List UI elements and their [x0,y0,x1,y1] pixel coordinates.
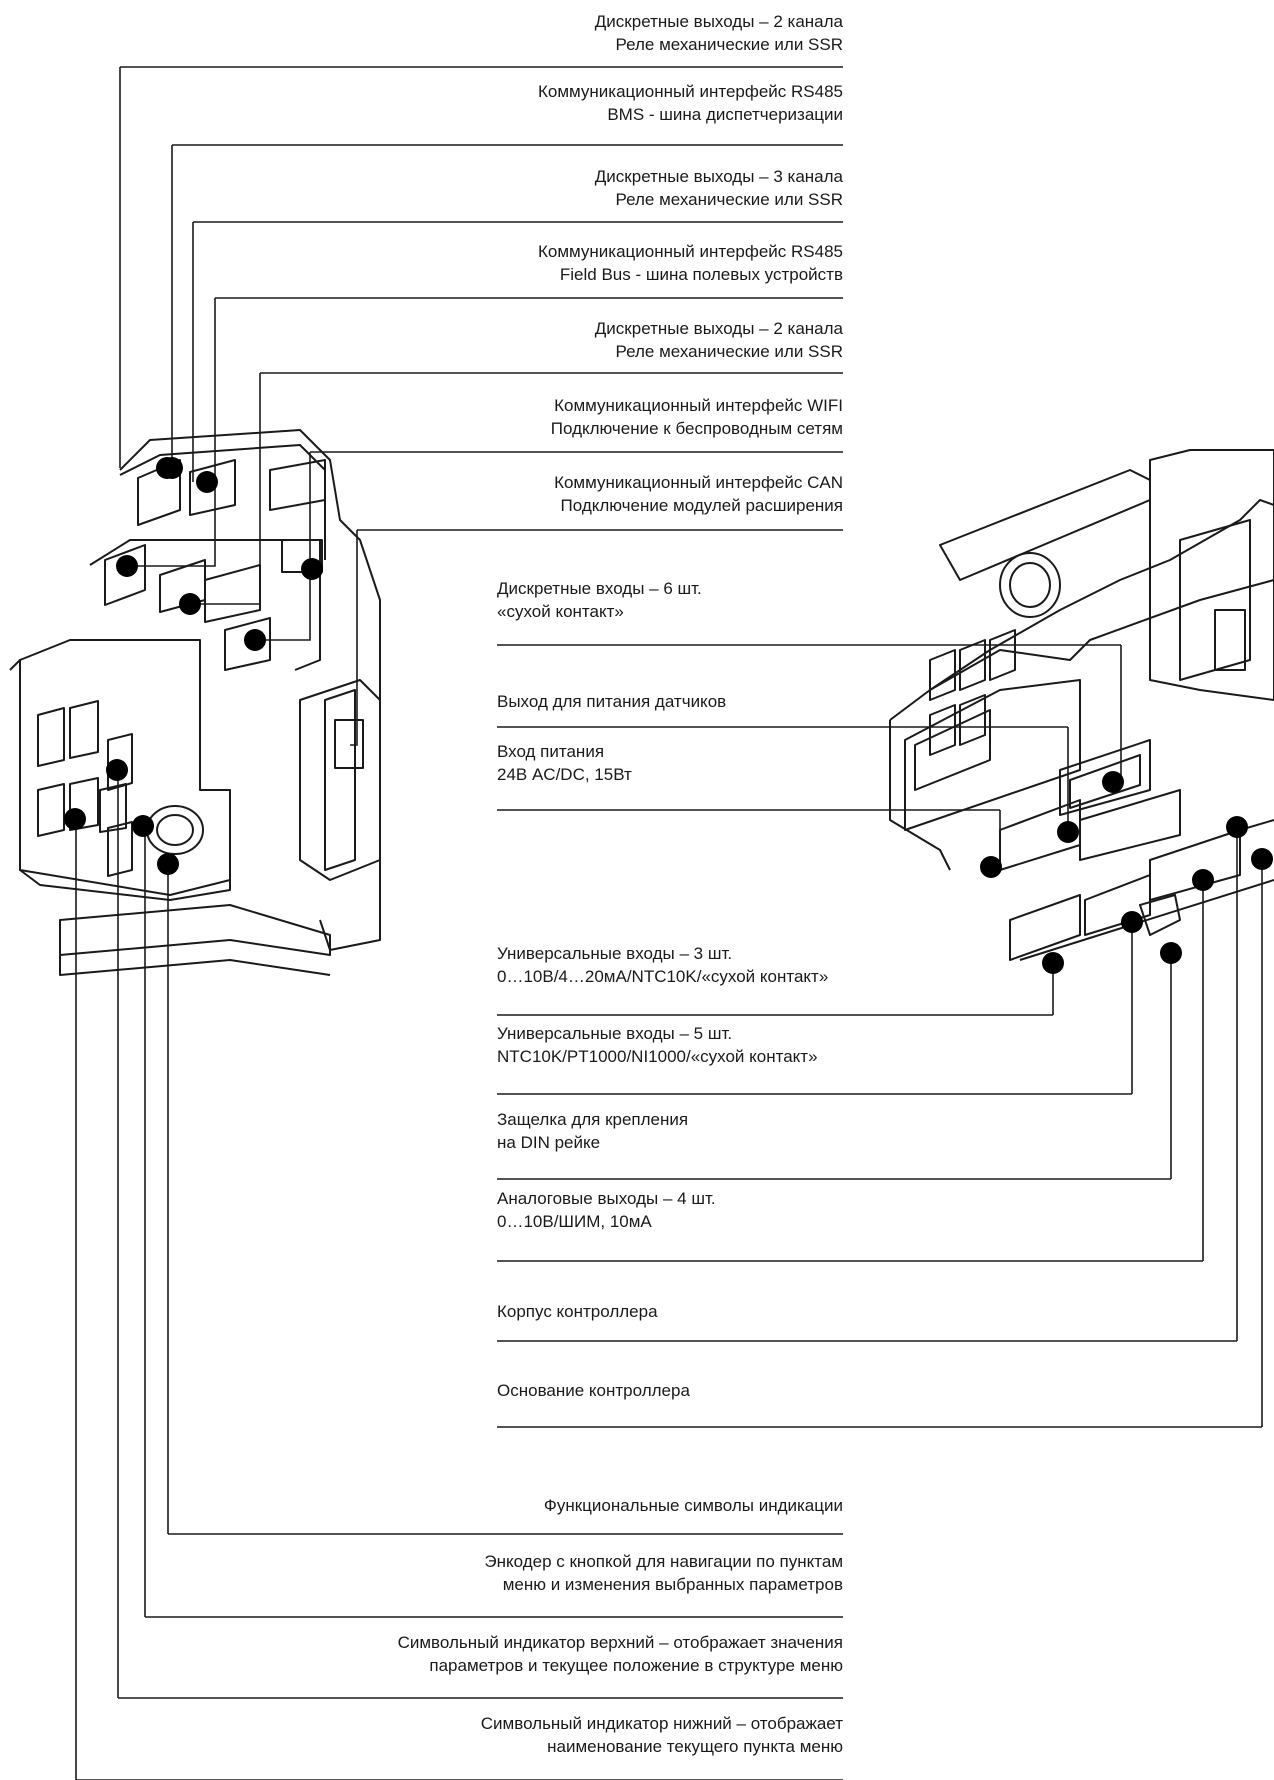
marker-dot-rs485-bms [161,457,183,479]
callout-label-line: Реле механические или SSR [615,35,843,54]
callout-label-wifi: Коммуникационный интерфейс WIFI Подключен… [551,394,843,440]
callout-label-ui-3: Универсальные входы – 3 шт. 0…10В/4…20мА/… [497,942,828,988]
marker-dot-ao-4 [1192,869,1214,891]
marker-dot-do-2ch-b [179,593,201,615]
left-controller-drawing [9,429,381,976]
callout-dots [64,457,1273,974]
callout-label-line: Коммуникационный интерфейс CAN [554,473,843,492]
callout-label-line: Дискретные выходы – 2 канала [594,319,843,338]
callout-label-can: Коммуникационный интерфейс CAN Подключени… [554,471,843,517]
callout-label-line: Универсальные входы – 3 шт. [497,944,733,963]
callout-label-line: Дискретные входы – 6 шт. [497,579,702,598]
callout-label-line: Вход питания [497,742,605,761]
callout-label-line: NTC10K/PT1000/NI1000/«сухой контакт» [497,1047,818,1066]
callout-label-line: Дискретные выходы – 2 канала [594,12,843,31]
right-controller-drawing [889,449,1274,961]
callout-label-line: наименование текущего пункта меню [547,1737,843,1756]
callout-label-line: Коммуникационный интерфейс RS485 [537,242,843,261]
callout-label-line: «сухой контакт» [497,602,624,621]
callout-label-line: Дискретные выходы – 3 канала [594,167,843,186]
callout-label-line: 0…10В/4…20мА/NTC10K/«сухой контакт» [497,967,829,986]
callout-label-line: Энкодер с кнопкой для навигации по пункт… [484,1552,843,1571]
callout-label-encoder: Энкодер с кнопкой для навигации по пункт… [484,1550,843,1596]
callout-label-line: Коммуникационный интерфейс WIFI [554,396,843,415]
marker-dot-power-in [980,856,1002,878]
leader-path-do-2ch-b [190,373,261,605]
callout-label-line: параметров и текущее положение в структу… [429,1656,843,1675]
callout-label-line: Функциональные символы индикации [543,1496,843,1515]
callout-label-line: Подключение модулей расширения [560,496,843,515]
callout-label-line: Корпус контроллера [497,1302,658,1321]
leader-path-can [350,530,358,746]
callout-label-line: Универсальные входы – 5 шт. [497,1024,733,1043]
callout-label-line: Символьный индикатор верхний – отображае… [397,1633,843,1652]
callout-label-di-6: Дискретные входы – 6 шт. «сухой контакт» [497,577,702,623]
callout-label-power-in: Вход питания 24В AC/DC, 15Вт [497,740,632,786]
marker-dot-sensor-power [1057,821,1079,843]
marker-dot-func-symbols [157,853,179,875]
callout-lines [75,66,1263,1780]
callout-label-line: 24В AC/DC, 15Вт [497,765,632,784]
leader-path-wifi [255,452,311,641]
callout-label-ui-5: Универсальные входы – 5 шт. NTC10K/PT1000… [497,1022,818,1068]
callout-label-line: Коммуникационный интерфейс RS485 [537,82,843,101]
marker-dot-din-latch [1160,942,1182,964]
marker-dot-do-3ch [196,471,218,493]
callout-label-base: Основание контроллера [497,1379,690,1402]
callout-label-lower-display: Символьный индикатор нижний – отображает… [481,1712,843,1758]
callout-label-line: Реле механические или SSR [615,342,843,361]
callout-label-upper-display: Символьный индикатор верхний – отображае… [398,1631,843,1677]
leader-path-rs485-field [127,298,216,567]
marker-dot-encoder [132,815,154,837]
callout-label-din-latch: Защелка для крепления на DIN рейке [497,1108,688,1154]
callout-label-func-symbols: Функциональные символы индикации [544,1494,843,1517]
callout-label-ao-4: Аналоговые выходы – 4 шт. 0…10В/ШИМ, 10мА [497,1187,716,1233]
callout-label-line: Реле механические или SSR [615,190,843,209]
callout-label-line: Подключение к беспроводным сетям [550,419,843,438]
marker-dot-base [1251,848,1273,870]
callout-label-line: Аналоговые выходы – 4 шт. [497,1189,716,1208]
callout-label-line: Выход для питания датчиков [497,692,727,711]
marker-dot-wifi [244,629,266,651]
marker-dot-housing [1226,816,1248,838]
callout-label-line: Field Bus - шина полевых устройств [559,265,843,284]
marker-dot-can [301,558,323,580]
callout-label-housing: Корпус контроллера [497,1300,658,1323]
marker-dot-lower-display [64,808,86,830]
marker-dot-ui-3 [1042,952,1064,974]
callout-label-sensor-power: Выход для питания датчиков [497,690,726,713]
callout-label-line: на DIN рейке [497,1133,601,1152]
callout-label-line: Основание контроллера [497,1381,690,1400]
callout-label-line: Символьный индикатор нижний – отображает [480,1714,843,1733]
callout-label-line: 0…10В/ШИМ, 10мА [497,1212,652,1231]
callout-label-line: Защелка для крепления [497,1110,689,1129]
marker-dot-rs485-field [116,555,138,577]
callout-label-line: меню и изменения выбранных параметров [502,1575,843,1594]
marker-dot-ui-5 [1121,911,1143,933]
marker-dot-di-6 [1102,771,1124,793]
marker-dot-upper-display [106,759,128,781]
callout-label-line: BMS - шина диспетчеризации [607,105,843,124]
